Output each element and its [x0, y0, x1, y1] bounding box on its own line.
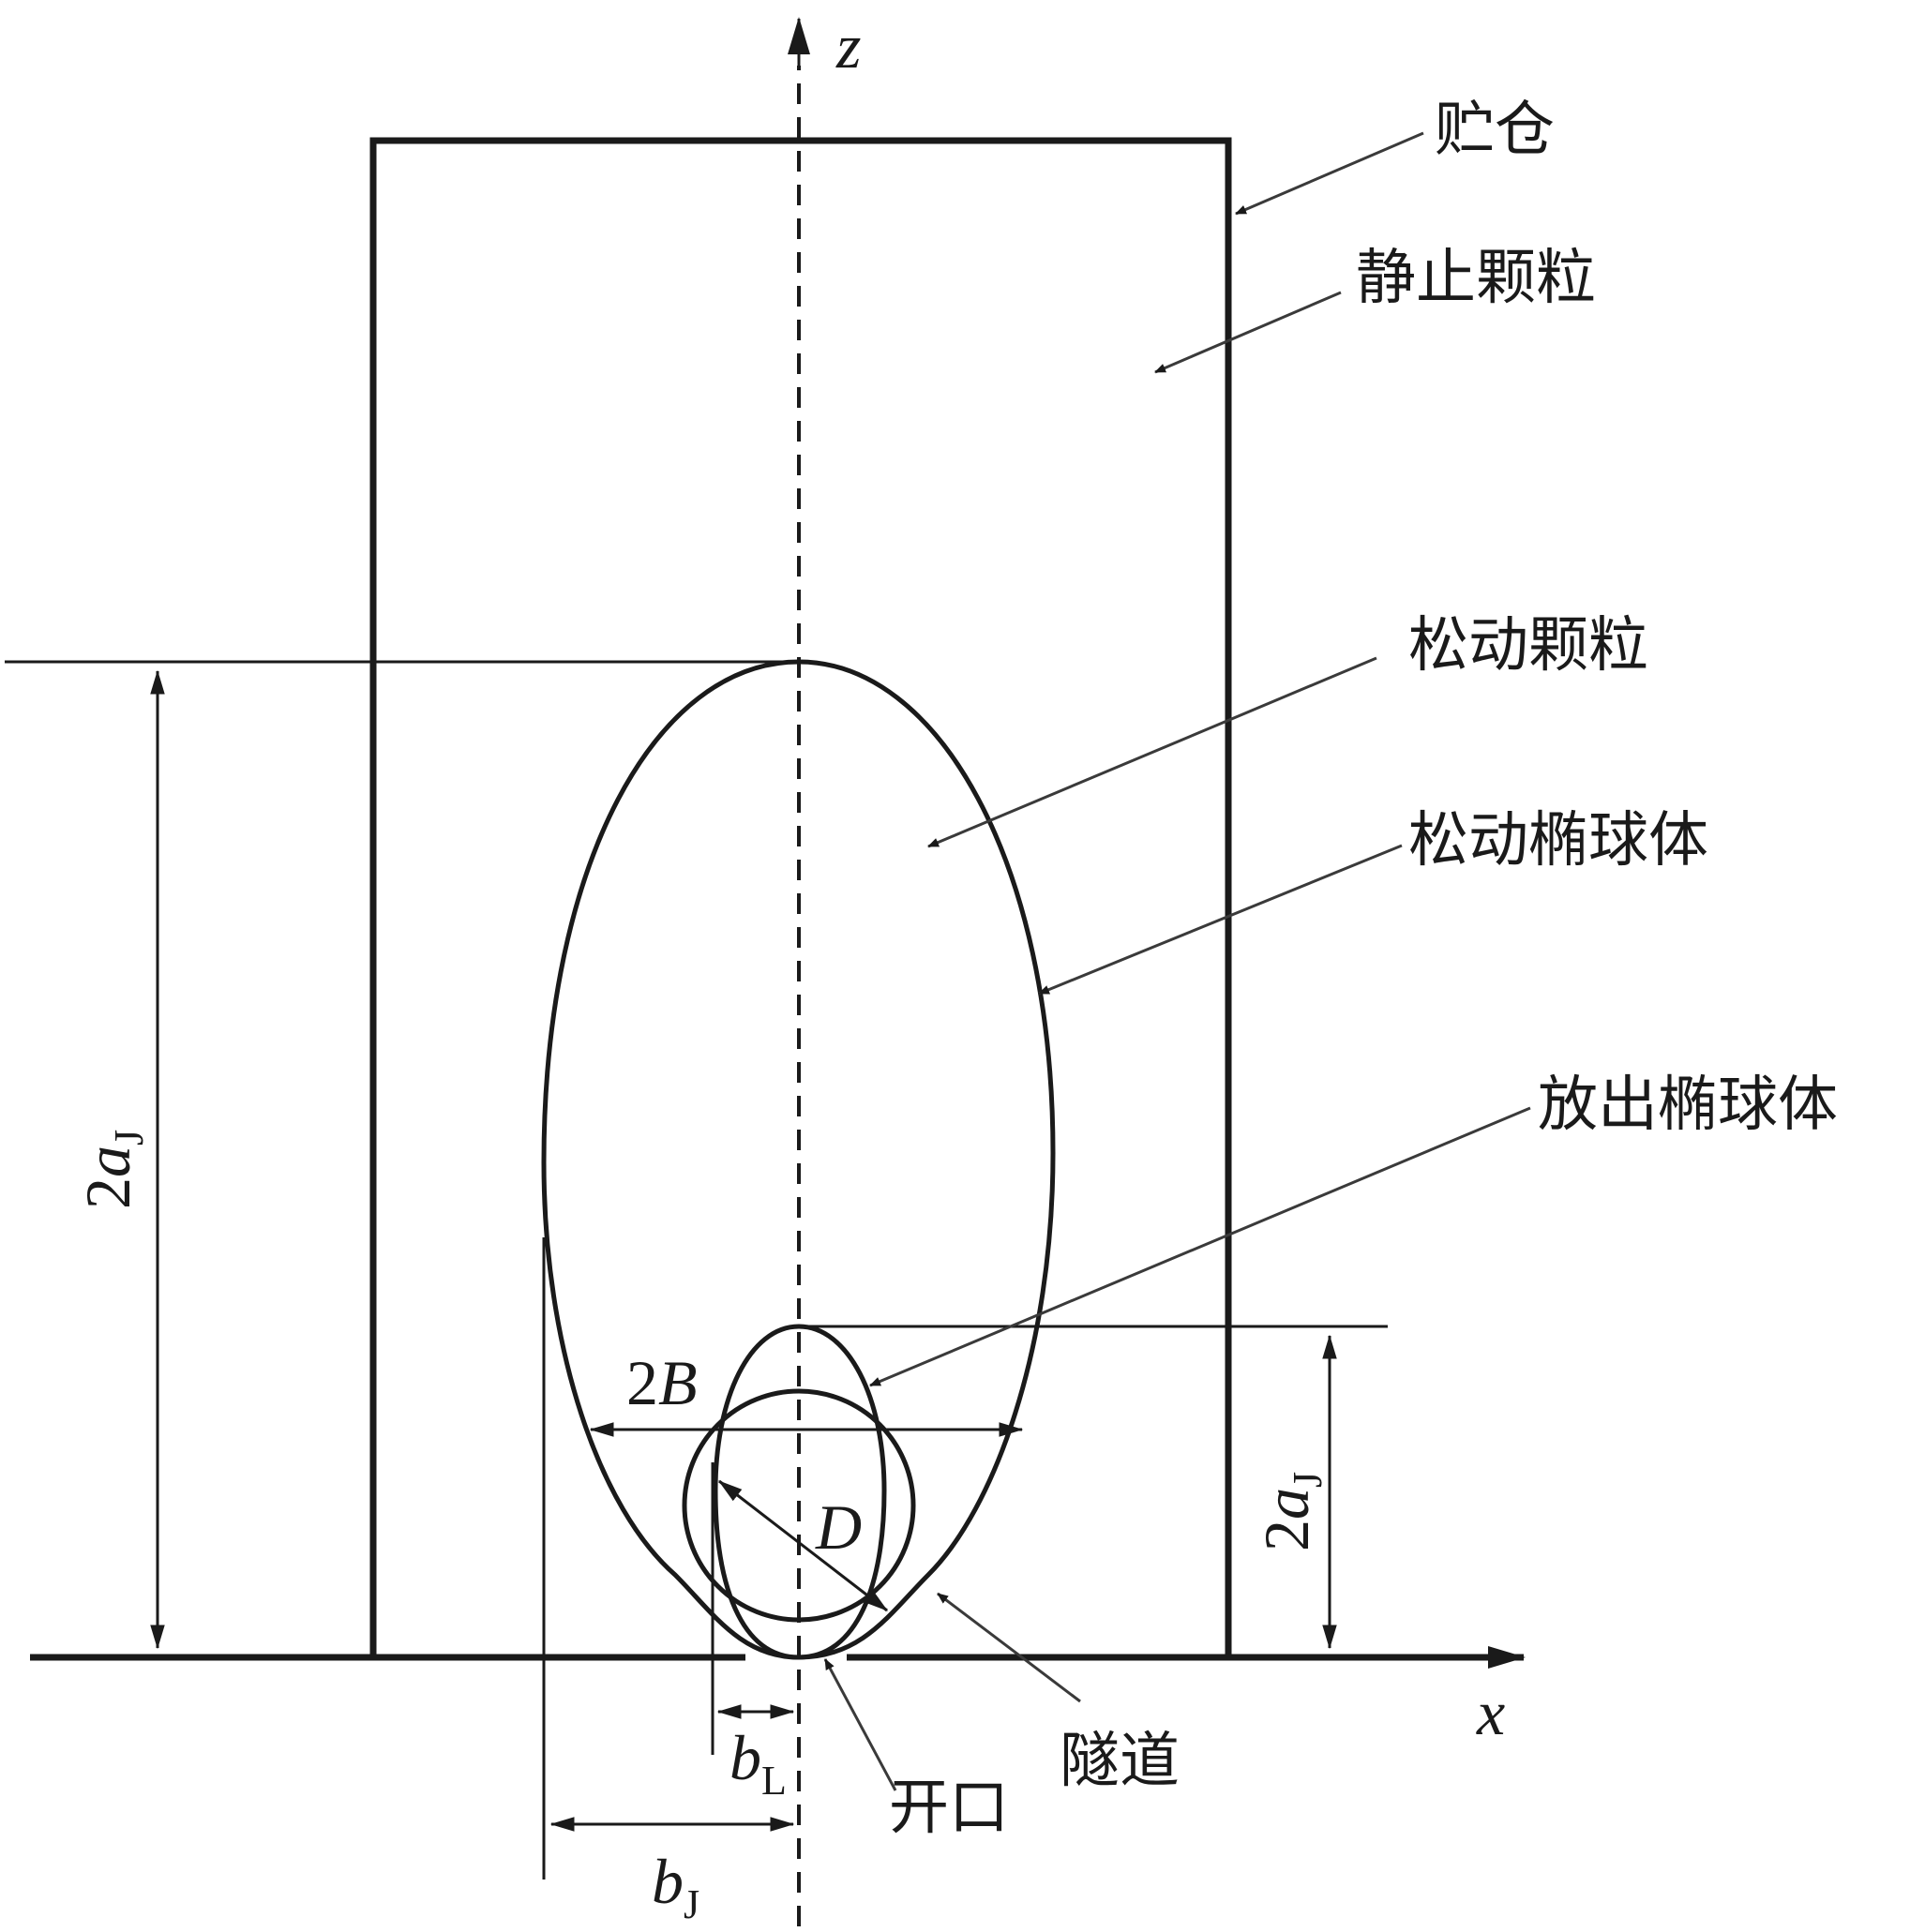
- svg-text:2aJ: 2aJ: [1251, 1472, 1331, 1551]
- loose-ellipsoid: [541, 659, 1056, 1660]
- label-loose-particles: 松动颗粒: [1408, 611, 1648, 681]
- label-draw-ellipsoid: 放出椭球体: [1538, 1071, 1838, 1140]
- label-z-axis: z: [835, 10, 861, 82]
- leader-opening: [823, 1658, 897, 1791]
- leader-loose-particles: [927, 656, 1377, 848]
- label-x-axis: x: [1476, 1677, 1505, 1748]
- dim-D: [717, 1479, 889, 1612]
- leader-silo: [1235, 131, 1424, 216]
- label-silo: 贮仓: [1435, 96, 1555, 165]
- label-bL: bL: [729, 1722, 787, 1804]
- label-static-particles: 静止颗粒: [1356, 244, 1596, 313]
- label-opening: 开口: [889, 1774, 1009, 1843]
- label-loose-ellipsoid: 松动椭球体: [1408, 806, 1708, 876]
- leader-loose-ellipsoid: [1038, 844, 1403, 996]
- label-2aJ-right: 2aJ: [1251, 1472, 1331, 1551]
- label-2B: 2B: [626, 1347, 698, 1418]
- label-tunnel: 隧道: [1060, 1727, 1180, 1796]
- label-2aJ-left: 2aJ: [72, 1130, 152, 1209]
- leader-static: [1154, 291, 1342, 374]
- leader-tunnel: [937, 1592, 1081, 1703]
- svg-text:2aJ: 2aJ: [72, 1130, 152, 1209]
- tunnel-circle: [682, 1388, 916, 1623]
- label-bJ: bJ: [652, 1846, 699, 1927]
- leader-draw-ellipsoid: [869, 1106, 1531, 1387]
- label-D: D: [815, 1491, 862, 1563]
- silo-outline: [369, 137, 1232, 1657]
